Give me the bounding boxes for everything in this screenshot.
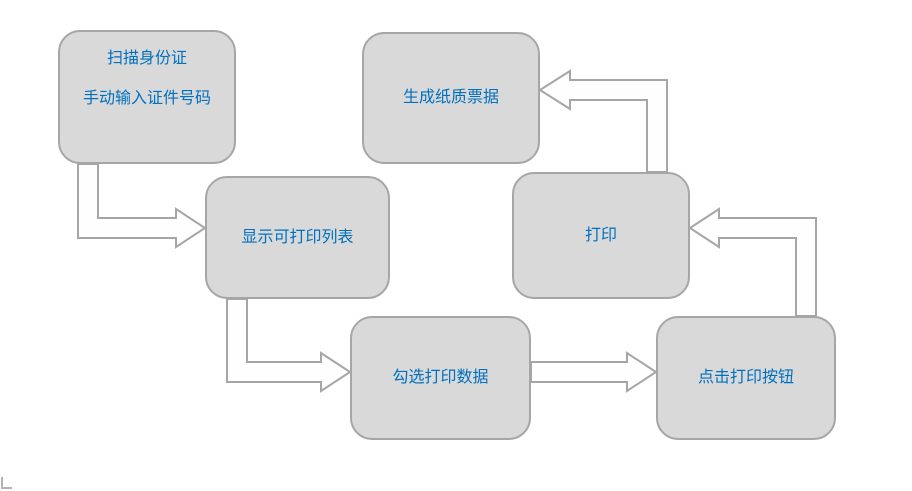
node-ticket-label: 生成纸质票据 — [402, 89, 499, 106]
node-click-print-button: 点击打印按钮 — [656, 316, 836, 440]
node-generate-ticket: 生成纸质票据 — [362, 32, 540, 164]
node-scan-id: 扫描身份证 手动输入证件号码 — [58, 30, 236, 164]
node-select-print-data: 勾选打印数据 — [350, 316, 531, 440]
arrow-list-to-select — [226, 298, 352, 393]
node-click-label: 点击打印按钮 — [697, 369, 794, 386]
node-scan-line2: 手动输入证件号码 — [82, 90, 211, 107]
node-show-print-list: 显示可打印列表 — [205, 176, 390, 299]
arrow-print-to-ticket — [538, 69, 668, 173]
arrow-scan-to-list — [77, 163, 207, 249]
node-print-label: 打印 — [584, 226, 617, 244]
node-select-label: 勾选打印数据 — [392, 369, 489, 386]
arrow-click-to-print — [688, 207, 817, 317]
node-list-label: 显示可打印列表 — [241, 228, 354, 246]
node-print: 打印 — [512, 172, 690, 299]
arrow-select-to-click — [530, 351, 658, 393]
node-scan-line1: 扫描身份证 — [106, 50, 187, 67]
stray-mark — [1, 477, 12, 489]
